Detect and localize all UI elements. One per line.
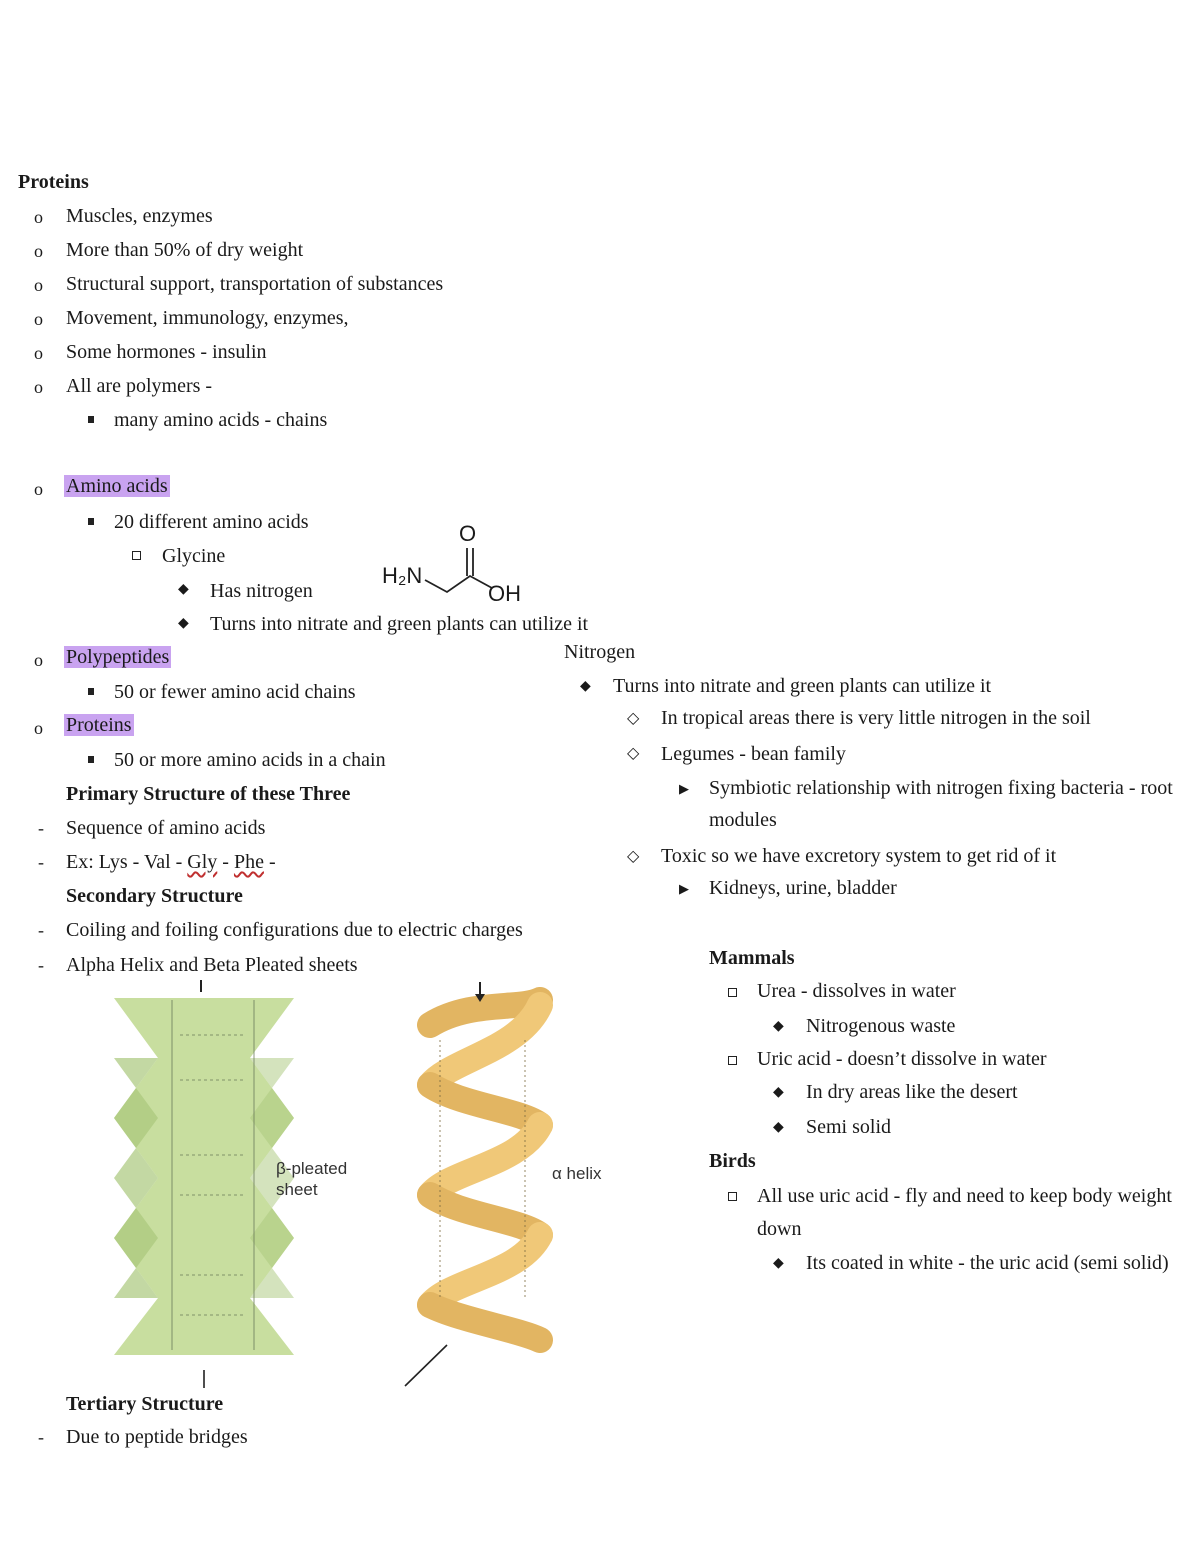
diamond-bullet-icon: ◆	[773, 1256, 784, 1271]
circle-bullet-icon: o	[34, 241, 43, 261]
circle-bullet-icon: o	[34, 275, 43, 295]
dash-bullet-icon: -	[38, 920, 44, 940]
polypeptides-label: Polypeptides	[64, 646, 172, 668]
list-item: Kidneys, urine, bladder	[709, 877, 897, 899]
beta-sheet-label: sheet	[276, 1180, 318, 1199]
list-item: Nitrogenous waste	[806, 1015, 956, 1037]
hollow-diamond-bullet-icon: ◇	[627, 745, 640, 762]
example-sequence: Ex: Lys - Val - Gly - Phe -	[66, 851, 276, 873]
list-item: Sequence of amino acids	[66, 817, 266, 839]
beta-sheet-diagram	[114, 980, 294, 1388]
circle-bullet-icon: o	[34, 718, 43, 738]
proteins-label: Proteins	[64, 714, 134, 736]
checkbox-bullet-icon	[728, 1056, 737, 1065]
hydroxyl-group: OH	[488, 581, 521, 606]
square-bullet-icon	[88, 518, 94, 525]
list-item: All are polymers -	[66, 375, 213, 397]
list-item: Toxic so we have excretory system to get…	[661, 845, 1057, 867]
checkbox-bullet-icon	[132, 551, 141, 560]
alpha-helix-diagram	[404, 982, 553, 1387]
list-item: 50 or fewer amino acid chains	[114, 681, 356, 703]
list-item: Uric acid - doesn’t dissolve in water	[757, 1048, 1047, 1070]
circle-bullet-icon: o	[34, 650, 43, 670]
list-item: All use uric acid - fly and need to keep…	[757, 1185, 1172, 1207]
triangle-bullet-icon: ▶	[679, 881, 689, 896]
nitrogen-heading: Nitrogen	[564, 641, 636, 663]
dash-bullet-icon: -	[38, 818, 44, 838]
list-item: Legumes - bean family	[661, 743, 846, 765]
square-bullet-icon	[88, 688, 94, 695]
square-bullet-icon	[88, 416, 94, 423]
primary-structure-heading: Primary Structure of these Three	[66, 783, 351, 805]
list-item: down	[757, 1218, 802, 1240]
checkbox-bullet-icon	[728, 988, 737, 997]
list-item: Has nitrogen	[210, 580, 313, 602]
amine-group: H₂N	[382, 563, 423, 588]
list-item: Some hormones - insulin	[66, 341, 267, 363]
circle-bullet-icon: o	[34, 207, 43, 227]
list-item: modules	[709, 809, 777, 831]
list-item: Muscles, enzymes	[66, 205, 213, 227]
mammals-heading: Mammals	[709, 947, 795, 969]
dash-bullet-icon: -	[38, 1427, 44, 1447]
amino-acids-label: Amino acids	[64, 475, 170, 497]
list-item: 20 different amino acids	[114, 511, 309, 533]
alpha-helix-label: α helix	[552, 1164, 602, 1183]
list-item: Structural support, transportation of su…	[66, 273, 444, 295]
list-item: Its coated in white - the uric acid (sem…	[806, 1252, 1169, 1274]
list-item: 50 or more amino acids in a chain	[114, 749, 386, 771]
birds-heading: Birds	[709, 1150, 756, 1172]
glycine-bonds	[424, 548, 493, 594]
circle-bullet-icon: o	[34, 343, 43, 363]
list-item: Glycine	[162, 545, 226, 567]
list-item: In dry areas like the desert	[806, 1081, 1018, 1103]
list-item: many amino acids - chains	[114, 409, 328, 431]
circle-bullet-icon: o	[34, 377, 43, 397]
page-title: Proteins	[18, 171, 89, 193]
list-item: Movement, immunology, enzymes,	[66, 307, 349, 329]
circle-bullet-icon: o	[34, 479, 43, 499]
diamond-bullet-icon: ◆	[773, 1085, 784, 1100]
diamond-bullet-icon: ◆	[773, 1019, 784, 1034]
list-item: Semi solid	[806, 1116, 892, 1138]
hollow-diamond-bullet-icon: ◇	[627, 848, 640, 865]
diamond-bullet-icon: ◆	[773, 1120, 784, 1135]
list-item: Coiling and foiling configurations due t…	[66, 919, 523, 941]
checkbox-bullet-icon	[728, 1192, 737, 1201]
beta-sheet-label: β-pleated	[276, 1159, 348, 1178]
list-item: More than 50% of dry weight	[66, 239, 304, 261]
triangle-bullet-icon: ▶	[679, 781, 689, 796]
list-item: Symbiotic relationship with nitrogen fix…	[709, 777, 1173, 799]
square-bullet-icon	[88, 756, 94, 763]
diamond-bullet-icon: ◆	[178, 616, 189, 631]
diamond-bullet-icon: ◆	[580, 679, 591, 694]
tertiary-structure-heading: Tertiary Structure	[66, 1393, 224, 1415]
oxygen-atom: O	[459, 521, 477, 546]
circle-bullet-icon: o	[34, 309, 43, 329]
secondary-structure-heading: Secondary Structure	[66, 885, 243, 907]
list-item: Turns into nitrate and green plants can …	[613, 675, 992, 697]
dash-bullet-icon: -	[38, 955, 44, 975]
diamond-bullet-icon: ◆	[178, 582, 189, 597]
hollow-diamond-bullet-icon: ◇	[627, 710, 640, 727]
list-item: In tropical areas there is very little n…	[661, 707, 1091, 729]
list-item: Alpha Helix and Beta Pleated sheets	[66, 954, 358, 976]
list-item: Turns into nitrate and green plants can …	[210, 613, 589, 635]
dash-bullet-icon: -	[38, 852, 44, 872]
list-item: Due to peptide bridges	[66, 1426, 248, 1448]
list-item: Urea - dissolves in water	[757, 980, 956, 1002]
